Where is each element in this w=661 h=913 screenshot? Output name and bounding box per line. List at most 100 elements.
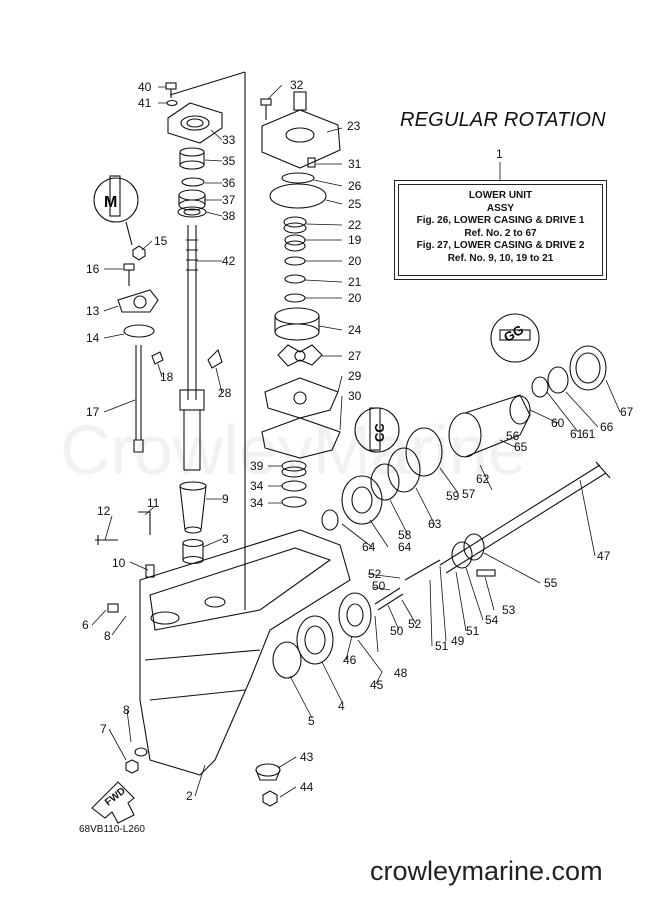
part-callout-14: 14 xyxy=(86,331,100,345)
bolt-32 xyxy=(260,98,272,120)
part-callout-51: 51 xyxy=(466,624,480,638)
pin-53 xyxy=(476,569,496,577)
part-callout-44: 44 xyxy=(300,780,314,794)
part-callout-13: 13 xyxy=(86,304,100,318)
part-callout-37: 37 xyxy=(222,193,236,207)
washer-41 xyxy=(166,99,178,107)
part-callout-64: 64 xyxy=(362,540,376,554)
lever-13 xyxy=(117,289,159,313)
impeller-27 xyxy=(277,344,323,367)
ring-nut-67 xyxy=(569,345,607,391)
part-callout-55: 55 xyxy=(544,576,558,590)
lower-unit-info-box: LOWER UNIT ASSY Fig. 26, LOWER CASING & … xyxy=(394,180,607,280)
nut-15 xyxy=(132,245,146,261)
bearing-61 xyxy=(531,376,549,398)
shim-5 xyxy=(272,641,302,679)
spring-51 xyxy=(404,559,441,581)
seal-38 xyxy=(177,206,207,218)
pipe-11 xyxy=(138,511,151,535)
info-line: Fig. 27, LOWER CASING & DRIVE 2 xyxy=(416,240,585,251)
divider-line xyxy=(169,71,246,96)
fwd-arrow: FWD xyxy=(91,781,135,824)
part-callout-8: 8 xyxy=(104,629,111,643)
part-callout-45: 45 xyxy=(370,678,384,692)
part-callout-62: 62 xyxy=(476,472,490,486)
part-callout-15: 15 xyxy=(154,234,168,248)
part-callout-60: 60 xyxy=(551,416,565,430)
part-callout-16: 16 xyxy=(86,262,100,276)
clip-18 xyxy=(151,351,164,365)
seal-37 xyxy=(178,189,206,211)
part-callout-39: 39 xyxy=(250,459,264,473)
part-callout-36: 36 xyxy=(222,176,236,190)
gasket-30 xyxy=(261,417,341,459)
gasket-8 xyxy=(134,747,148,757)
part-callout-18: 18 xyxy=(160,370,174,384)
pin-31 xyxy=(307,157,316,168)
part-callout-46: 46 xyxy=(343,653,357,667)
seal-19 xyxy=(284,234,306,252)
inset-circle-cc xyxy=(354,407,400,453)
part-callout-47: 47 xyxy=(597,549,611,563)
part-callout-28: 28 xyxy=(218,386,232,400)
part-callout-22: 22 xyxy=(348,218,362,232)
part-callout-27: 27 xyxy=(348,349,362,363)
bearing-59 xyxy=(387,447,421,493)
part-callout-30: 30 xyxy=(348,389,362,403)
part-callout-52: 52 xyxy=(368,567,382,581)
inset-circle-gg xyxy=(490,313,540,363)
part-callout-61: 61 xyxy=(582,427,596,441)
o-ring-26 xyxy=(281,172,315,184)
part-callout-26: 26 xyxy=(348,179,362,193)
part-callout-6: 6 xyxy=(82,618,89,632)
part-callout-41: 41 xyxy=(138,96,152,110)
dog-clutch-55 xyxy=(451,533,485,569)
part-callout-40: 40 xyxy=(138,80,152,94)
part-callout-49: 49 xyxy=(451,634,465,648)
bearing-4 xyxy=(296,615,334,665)
part-callout-10: 10 xyxy=(112,556,126,570)
info-box-ref-number: 1 xyxy=(496,147,503,161)
part-callout-11: 11 xyxy=(147,496,160,510)
part-callout-35: 35 xyxy=(222,154,236,168)
part-callout-5: 5 xyxy=(308,714,315,728)
part-callout-42: 42 xyxy=(222,254,236,268)
drive-shaft-42 xyxy=(179,225,205,471)
part-callout-48: 48 xyxy=(394,666,408,680)
part-callout-23: 23 xyxy=(347,119,361,133)
insert-cartridge-24 xyxy=(274,307,320,341)
rotation-title: REGULAR ROTATION xyxy=(400,109,606,131)
oil-seal-39 xyxy=(281,460,307,478)
part-callout-51: 51 xyxy=(435,639,449,653)
part-callout-25: 25 xyxy=(348,197,362,211)
part-callout-31: 31 xyxy=(348,157,362,171)
part-callout-29: 29 xyxy=(348,369,362,383)
part-callout-32: 32 xyxy=(290,78,304,92)
info-line: Ref. No. 2 to 67 xyxy=(464,227,537,239)
insert-22 xyxy=(283,216,307,234)
bolt-6 xyxy=(107,603,119,613)
bolt-40 xyxy=(165,82,177,98)
inset-label-cc: CC xyxy=(372,423,387,442)
part-callout-34: 34 xyxy=(250,479,264,493)
pump-housing-23 xyxy=(261,91,341,169)
part-callout-34: 34 xyxy=(250,496,264,510)
seal-34 xyxy=(281,480,307,508)
part-callout-21: 21 xyxy=(348,275,362,289)
o-ring-36 xyxy=(181,177,205,187)
info-line: Ref. No. 9, 10, 19 to 21 xyxy=(447,252,554,264)
figure-code: 68VB110-L260 xyxy=(79,824,145,835)
part-callout-4: 4 xyxy=(338,699,345,713)
o-ring-57 xyxy=(405,427,443,477)
website-footer: crowleymarine.com xyxy=(370,856,603,886)
part-callout-12: 12 xyxy=(97,504,111,518)
shift-rod-17 xyxy=(133,345,144,453)
plug-10 xyxy=(145,564,155,578)
part-callout-2: 2 xyxy=(186,789,193,803)
part-callout-17: 17 xyxy=(86,405,100,419)
part-callout-59: 59 xyxy=(446,489,460,503)
pinion-43 xyxy=(255,763,281,781)
part-callout-58: 58 xyxy=(398,528,412,542)
info-line: ASSY xyxy=(486,202,515,214)
part-callout-61: 61 xyxy=(570,427,584,441)
